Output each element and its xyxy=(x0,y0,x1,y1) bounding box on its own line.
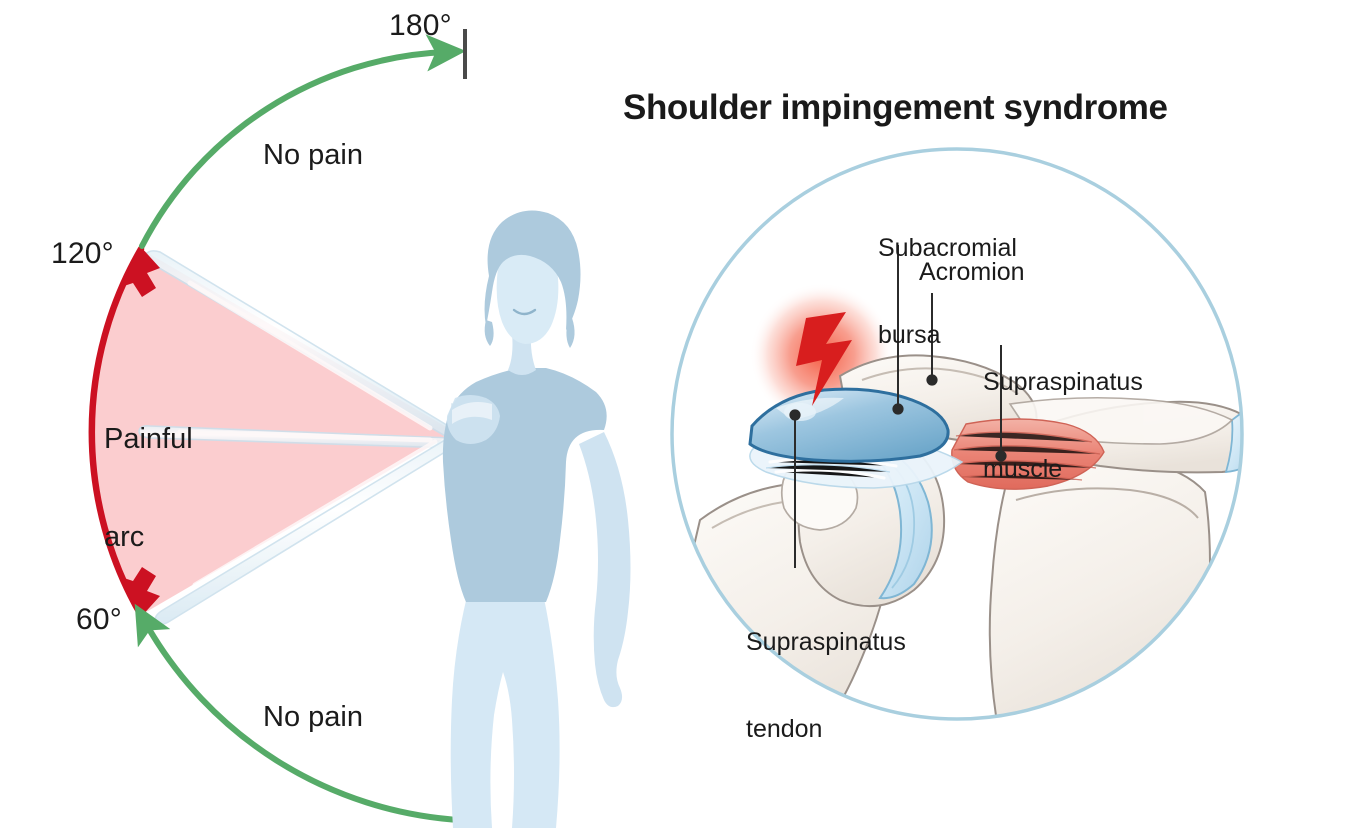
label-supraspinatus-muscle-line1: Supraspinatus xyxy=(983,368,1143,396)
clavicle-cartilage xyxy=(1224,412,1242,474)
degree-120-label: 120° xyxy=(51,237,114,270)
patient-silhouette xyxy=(442,210,631,828)
label-supraspinatus-muscle: Supraspinatus muscle xyxy=(983,310,1143,542)
lightning-bolt-icon xyxy=(796,312,852,406)
lower-no-pain-arc xyxy=(134,603,463,823)
painful-arc-stroke xyxy=(88,245,145,619)
supraspinatus-muscle-shape xyxy=(951,418,1105,490)
lower-no-pain-label: No pain xyxy=(263,701,363,733)
degree-60-label: 60° xyxy=(76,603,122,636)
degree-180-label: 180° xyxy=(389,9,452,42)
anatomy-illustration xyxy=(672,149,1242,719)
upper-no-pain-arc xyxy=(139,34,466,249)
label-subacromial-bursa-line2: bursa xyxy=(878,321,941,349)
label-supraspinatus-tendon-line1: Supraspinatus xyxy=(746,628,906,656)
anatomy-circle-border xyxy=(670,147,1244,721)
painful-arc-label-line1: Painful xyxy=(104,422,193,455)
label-subacromial-bursa: Subacromial bursa xyxy=(878,176,1017,408)
page-title: Shoulder impingement syndrome xyxy=(623,88,1168,127)
anatomy-leader-lines xyxy=(789,245,1007,568)
label-supraspinatus-muscle-line2: muscle xyxy=(983,455,1063,483)
painful-arc-label: Painful arc xyxy=(104,357,193,619)
label-supraspinatus-tendon: Supraspinatus tendon xyxy=(746,570,906,802)
upper-no-pain-label: No pain xyxy=(263,139,363,171)
label-subacromial-bursa-line1: Subacromial xyxy=(878,234,1017,262)
painful-arc-label-line2: arc xyxy=(104,520,145,553)
label-acromion: Acromion xyxy=(919,258,1025,286)
label-supraspinatus-tendon-line2: tendon xyxy=(746,715,823,743)
